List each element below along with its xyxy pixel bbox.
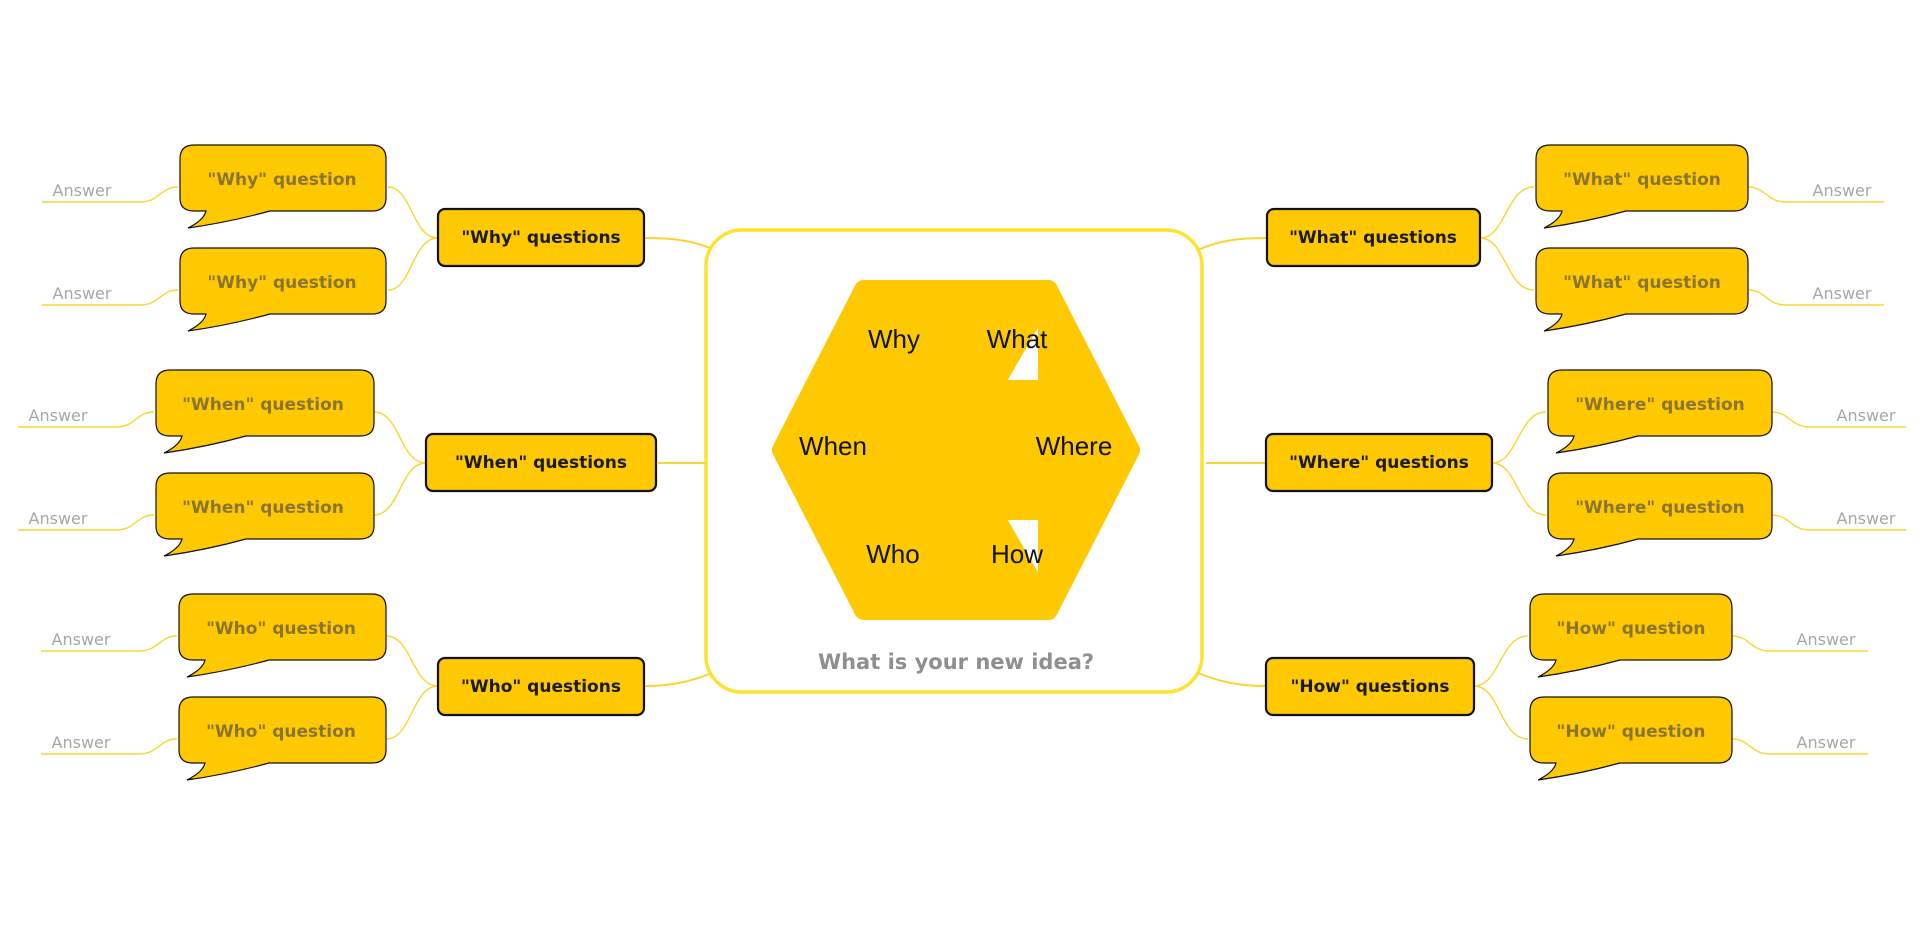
question-label: "What" question <box>1563 273 1721 293</box>
answer-what-2[interactable]: Answer <box>1813 284 1872 303</box>
question-label: "How" question <box>1557 722 1706 742</box>
question-bubble-when-1[interactable]: "When" question <box>155 369 375 454</box>
answer-where-2[interactable]: Answer <box>1837 509 1896 528</box>
question-label: "What" question <box>1563 170 1721 190</box>
question-bubble-who-2[interactable]: "Who" question <box>178 696 387 781</box>
branch-label: "Where" questions <box>1289 453 1469 473</box>
branch-label: "Who" questions <box>461 677 621 697</box>
star-label-how: How <box>991 539 1043 569</box>
question-label: "How" question <box>1557 619 1706 639</box>
branch-when[interactable]: "When" questions <box>424 432 658 493</box>
answer-how-2[interactable]: Answer <box>1797 733 1856 752</box>
star-label-what: What <box>987 324 1048 354</box>
answer-why-1[interactable]: Answer <box>53 181 112 200</box>
question-bubble-where-1[interactable]: "Where" question <box>1547 369 1773 454</box>
main-connectors <box>644 237 1269 687</box>
question-bubble-where-2[interactable]: "Where" question <box>1547 472 1773 557</box>
question-bubble-why-1[interactable]: "Why" question <box>179 144 387 229</box>
answer-labels: Answer Answer Answer Answer Answer Answe… <box>29 181 1896 752</box>
branch-where[interactable]: "Where" questions <box>1264 432 1494 493</box>
six-point-star <box>772 280 1140 620</box>
answer-what-1[interactable]: Answer <box>1813 181 1872 200</box>
question-bubble-what-1[interactable]: "What" question <box>1535 144 1749 229</box>
question-label: "Why" question <box>207 170 356 190</box>
answer-why-2[interactable]: Answer <box>53 284 112 303</box>
question-connectors <box>373 186 1547 740</box>
question-bubble-why-2[interactable]: "Why" question <box>179 247 387 332</box>
branch-label: "When" questions <box>455 453 627 473</box>
branch-what[interactable]: "What" questions <box>1265 207 1482 268</box>
star-label-why: Why <box>868 324 920 354</box>
question-bubble-how-2[interactable]: "How" question <box>1529 696 1733 781</box>
question-label: "Who" question <box>206 619 356 639</box>
answer-who-2[interactable]: Answer <box>52 733 111 752</box>
question-bubble-who-1[interactable]: "Who" question <box>178 593 387 678</box>
star-label-where: Where <box>1036 431 1113 461</box>
branch-label: "What" questions <box>1289 228 1457 248</box>
answer-where-1[interactable]: Answer <box>1837 406 1896 425</box>
question-label: "When" question <box>182 395 344 415</box>
answer-who-1[interactable]: Answer <box>52 630 111 649</box>
question-bubble-what-2[interactable]: "What" question <box>1535 247 1749 332</box>
question-bubble-how-1[interactable]: "How" question <box>1529 593 1733 678</box>
branch-how[interactable]: "How" questions <box>1264 656 1476 717</box>
answer-when-2[interactable]: Answer <box>29 509 88 528</box>
branch-label: "Why" questions <box>461 228 620 248</box>
branch-label: "How" questions <box>1290 677 1449 697</box>
question-label: "Who" question <box>206 722 356 742</box>
central-topic-title[interactable]: What is your new idea? <box>818 650 1094 674</box>
question-label: "Why" question <box>207 273 356 293</box>
answer-connectors <box>18 186 1906 755</box>
answer-when-1[interactable]: Answer <box>29 406 88 425</box>
question-label: "Where" question <box>1575 498 1745 518</box>
star-label-when: When <box>799 431 867 461</box>
branch-why[interactable]: "Why" questions <box>436 207 646 268</box>
question-label: "Where" question <box>1575 395 1745 415</box>
answer-how-1[interactable]: Answer <box>1797 630 1856 649</box>
question-bubble-when-2[interactable]: "When" question <box>155 472 375 557</box>
star-label-who: Who <box>866 539 919 569</box>
question-label: "When" question <box>182 498 344 518</box>
branch-who[interactable]: "Who" questions <box>436 656 646 717</box>
